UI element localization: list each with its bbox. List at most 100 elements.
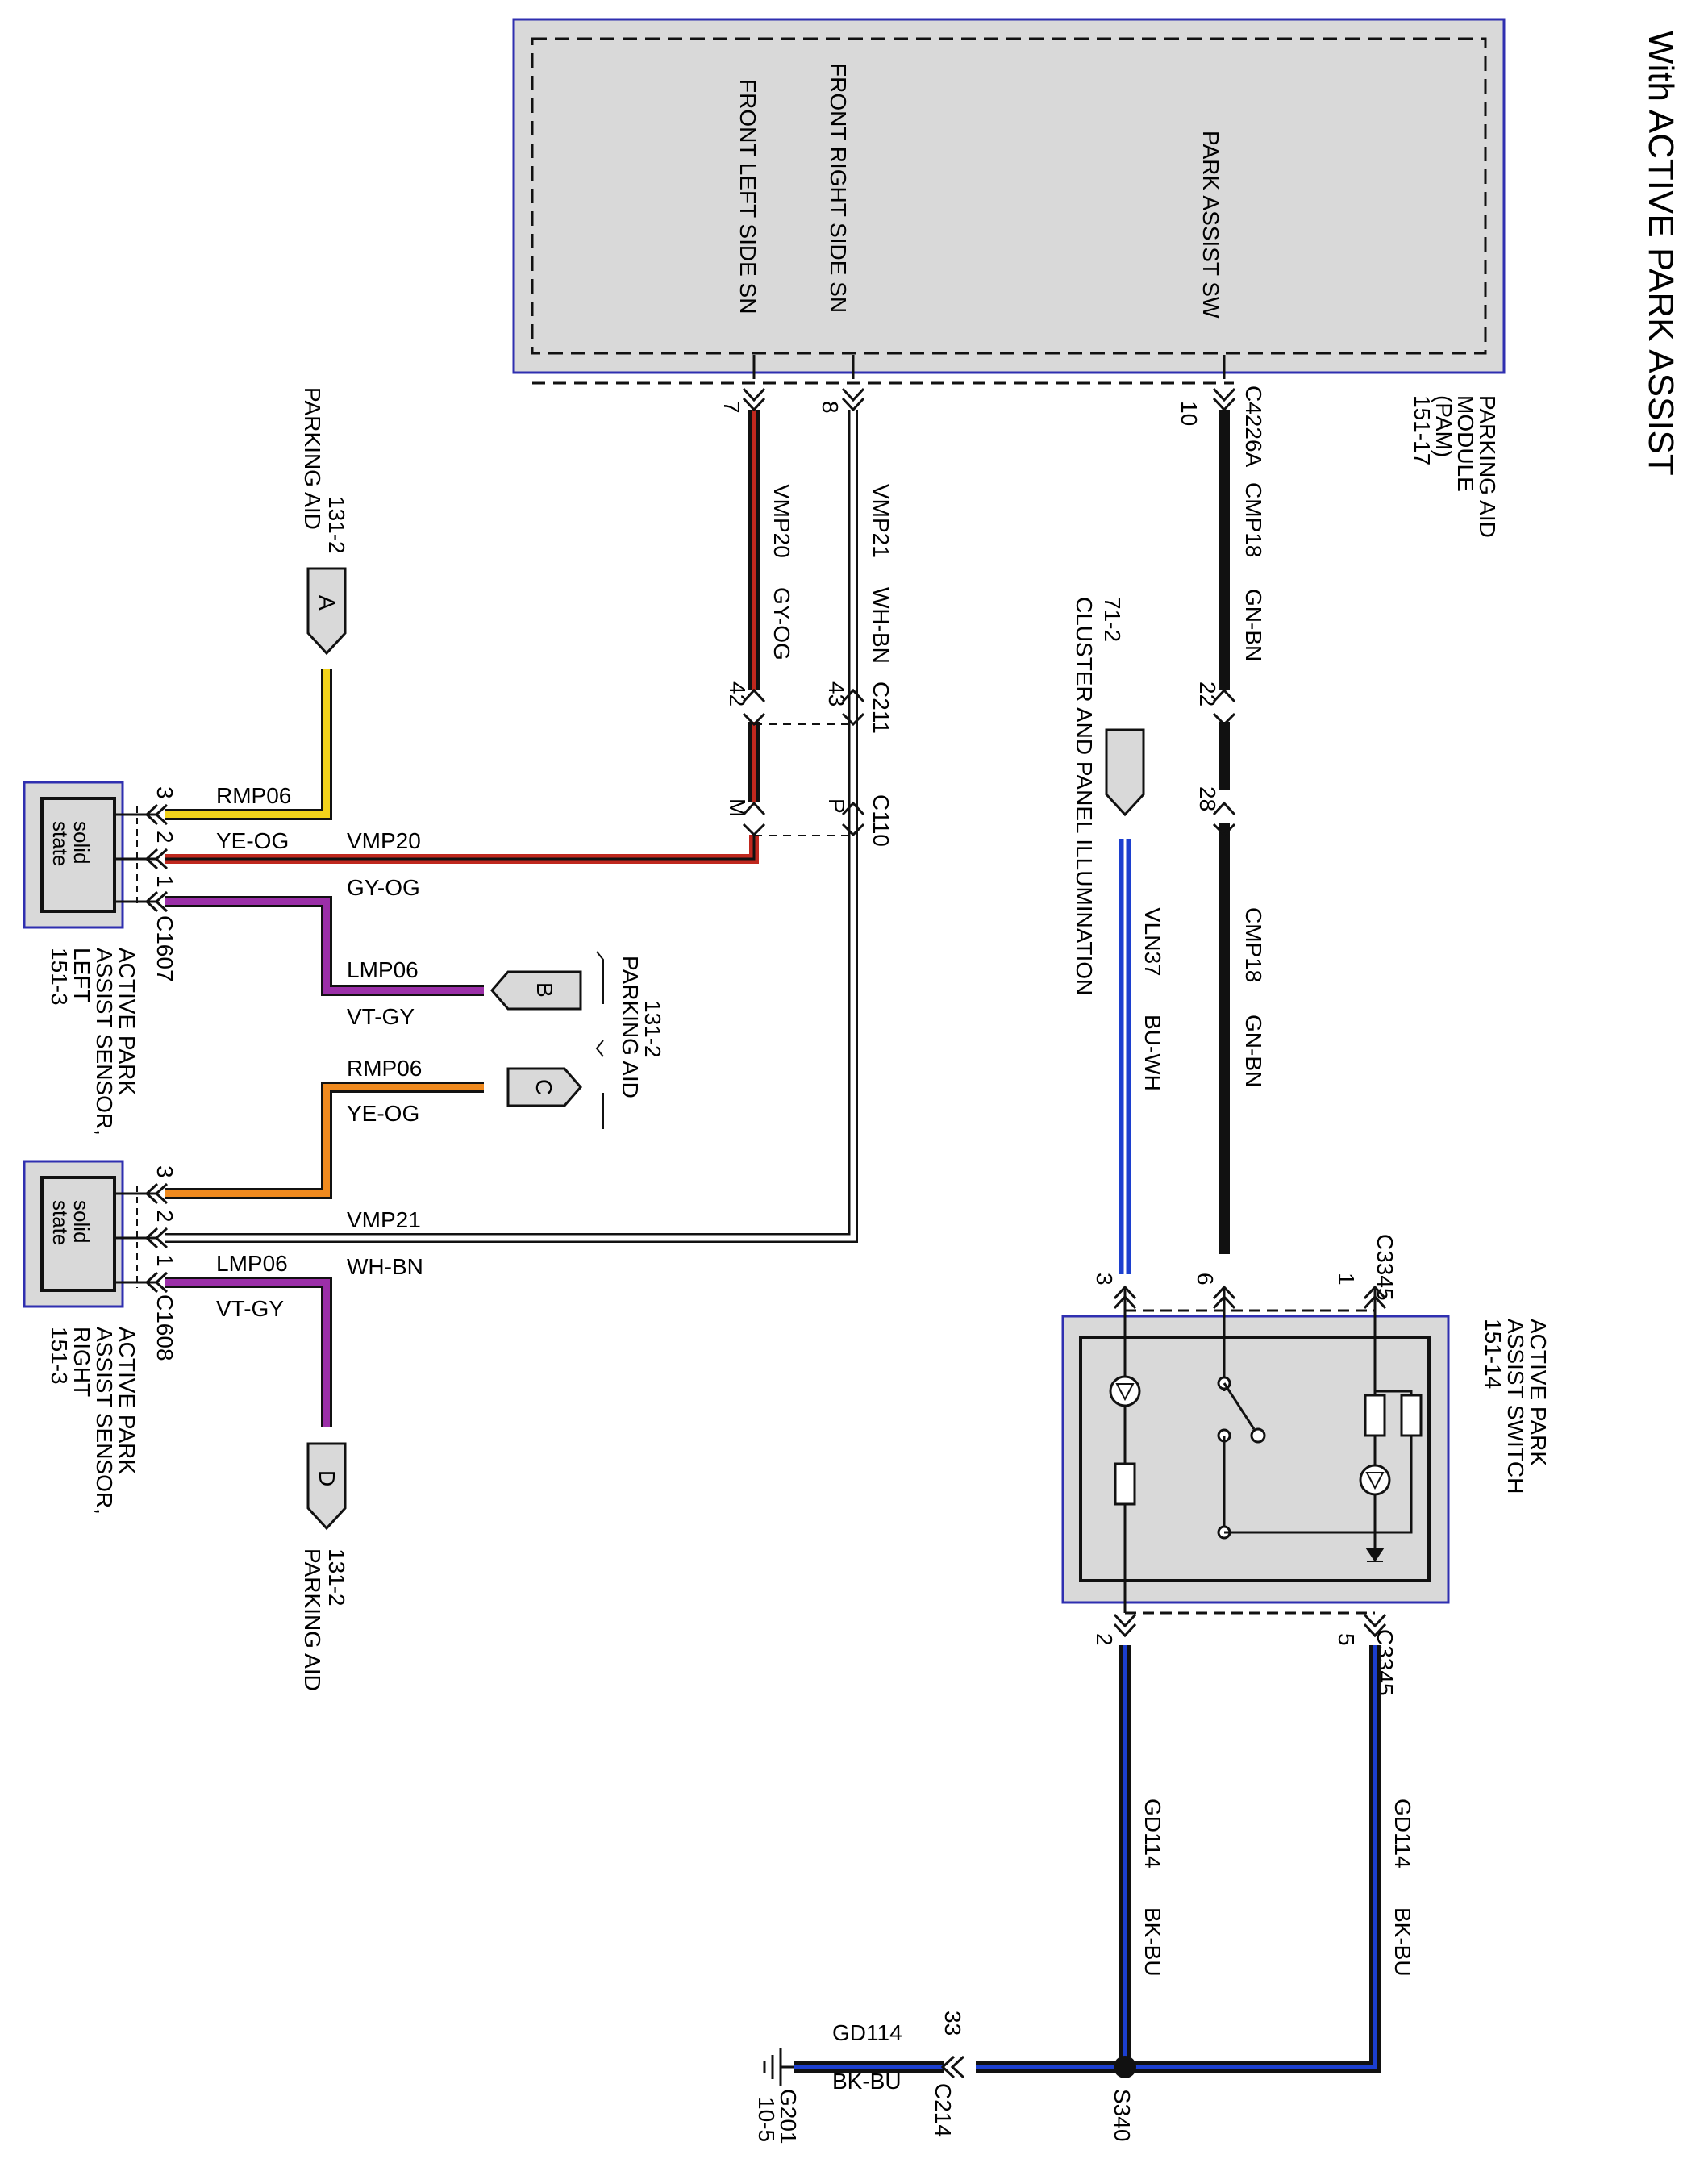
- parking-aid-module: PARK ASSIST SW FRONT RIGHT SIDE SN FRONT…: [512, 18, 1506, 538]
- sensor-right-pin-1: 1: [152, 1254, 177, 1267]
- c214-pin: 33: [940, 2011, 965, 2036]
- sensor-right-state: state: [48, 1200, 73, 1245]
- wire-rmp06-left: RMP06 YE-OG: [165, 669, 332, 853]
- gd114-label-left: GD114: [1140, 1798, 1165, 1869]
- switch-name-line-2: ASSIST SWITCH: [1503, 1319, 1528, 1494]
- cluster-ref: 71-2: [1100, 597, 1125, 642]
- wh-bn-sensor-label: WH-BN: [347, 1254, 423, 1279]
- vt-gy-right-label: VT-GY: [216, 1296, 284, 1321]
- switch-chevrons: [1113, 1285, 1387, 1638]
- sensor-right-connector: C1608: [152, 1294, 177, 1361]
- switch-outer: [1061, 1315, 1450, 1604]
- splice-s340: [1114, 2056, 1136, 2078]
- sensor-left-pin-2: 2: [152, 831, 177, 844]
- flag-a-letter: A: [315, 595, 340, 611]
- rmp06-right-label: RMP06: [347, 1056, 422, 1081]
- pam-pin-8: 8: [818, 401, 843, 414]
- sensor-left-connector: C1607: [152, 915, 177, 982]
- g201-ref: 10-5: [754, 2097, 779, 2142]
- c211-pin-22: 22: [1195, 681, 1220, 706]
- connector-chevrons: [742, 387, 1236, 837]
- ground-circuit: S340 GD114 BK-BU GD114 BK-BU 33 C214 GD1…: [754, 1645, 1415, 2144]
- ye-og-left-label: YE-OG: [216, 828, 289, 853]
- wire-cmp18: CMP18 GN-BN CMP18 GN-BN: [1219, 355, 1266, 1254]
- sensor-right-solid: solid: [69, 1200, 94, 1243]
- inline-connector-c110: C110 M P 28: [725, 786, 1220, 847]
- ground-symbol-icon: [763, 2048, 794, 2086]
- s340-label: S340: [1110, 2089, 1135, 2141]
- ye-og-right-label: YE-OG: [347, 1101, 419, 1126]
- diagram-title: With ACTIVE PARK ASSIST: [1641, 31, 1681, 476]
- c211-pin-43: 43: [824, 681, 849, 706]
- active-park-assist-switch: C3345 1 6 3 ACTIVE PARK ASSIST SWITCH 15…: [1061, 1234, 1551, 1696]
- rmp06-left-label: RMP06: [216, 783, 291, 808]
- switch-pin-6: 6: [1193, 1273, 1218, 1286]
- sensor-left-pin-3: 3: [152, 786, 177, 799]
- switch-pin-3: 3: [1092, 1273, 1117, 1286]
- vmp20-sensor-label: VMP20: [347, 828, 421, 853]
- vt-gy-left-label: VT-GY: [347, 1004, 415, 1029]
- sensor-left: solid state 3 2 1 C1607 ACTIVE PARK ASSI…: [23, 781, 177, 1136]
- pam-inner-dashed: [531, 37, 1487, 355]
- cluster-illumination: 71-2 CLUSTER AND PANEL ILLUMINATION VLN3…: [1072, 597, 1165, 1274]
- flag-c: [506, 1067, 582, 1107]
- sensor-right: solid state 3 2 1 C1608 ACTIVE PARK ASSI…: [23, 1160, 177, 1515]
- cmp18-label-bottom: CMP18: [1241, 907, 1266, 982]
- sensor-left-name-3: LEFT: [69, 948, 94, 1002]
- c214-label: C214: [931, 2083, 956, 2137]
- gy-og-sensor-label: GY-OG: [347, 875, 420, 900]
- led-icon: [1109, 1375, 1141, 1407]
- switch-pin-2: 2: [1092, 1633, 1117, 1646]
- c110-pin-28: 28: [1195, 786, 1220, 811]
- flag-c-letter: C: [531, 1079, 556, 1095]
- bk-bu-label-left: BK-BU: [1140, 1907, 1165, 1977]
- c110-label: C110: [869, 794, 894, 847]
- sensor-right-name-3: RIGHT: [69, 1327, 94, 1397]
- pam-label-front-right: FRONT RIGHT SIDE SN: [826, 63, 851, 313]
- diode-icon: [1365, 1548, 1385, 1562]
- flag-b: [490, 970, 582, 1011]
- sensor-left-name-1: ACTIVE PARK: [115, 948, 140, 1095]
- c110-pin-m: M: [725, 798, 750, 817]
- switch-name-line-3: 151-14: [1481, 1319, 1506, 1389]
- flag-d: [306, 1442, 347, 1531]
- pam-name-line-3: (PAM): [1431, 395, 1456, 457]
- wire-vmp20: VMP20 GY-OG VMP20 GY-OG: [165, 355, 794, 900]
- parking-aid-ref-a: 131-2 PARKING AID A: [300, 387, 349, 656]
- bu-wh-label: BU-WH: [1140, 1015, 1165, 1091]
- pam-pin-7: 7: [719, 401, 744, 414]
- sensor-left-name-4: 151-3: [47, 948, 72, 1006]
- parking-aid-bc-name: PARKING AID: [618, 956, 643, 1098]
- sensor-right-name-2: ASSIST SENSOR,: [92, 1327, 117, 1515]
- g201-label: G201: [776, 2089, 801, 2144]
- vmp21-sensor-label: VMP21: [347, 1207, 421, 1232]
- inline-connector-c211: C211 42 43 22: [725, 681, 1220, 734]
- led-icon: [1359, 1464, 1391, 1496]
- gn-bn-label-top: GN-BN: [1241, 589, 1266, 661]
- flag-b-letter: B: [532, 982, 557, 998]
- resistor-icon: [1114, 1462, 1136, 1506]
- resistor-icon: [1400, 1394, 1423, 1437]
- parking-aid-ref-c: C: [506, 1067, 582, 1107]
- pam-name-line-4: 151-17: [1410, 395, 1435, 465]
- pam-name-line-2: MODULE: [1453, 395, 1478, 492]
- sensor-left-solid: solid: [69, 821, 94, 864]
- switch-pin-5: 5: [1334, 1633, 1359, 1646]
- c211-pin-42: 42: [725, 681, 750, 706]
- sensor-left-state: state: [48, 821, 73, 866]
- pam-connector-label: C4226A: [1241, 386, 1266, 468]
- lmp06-right-label: LMP06: [216, 1251, 288, 1276]
- vln37-label: VLN37: [1140, 907, 1165, 977]
- pam-label-park-assist-sw: PARK ASSIST SW: [1198, 131, 1223, 319]
- sensor-right-name-1: ACTIVE PARK: [115, 1327, 140, 1474]
- c211-label: C211: [869, 681, 894, 734]
- parking-aid-d-ref: 131-2: [324, 1548, 349, 1607]
- parking-aid-a-name: PARKING AID: [300, 387, 325, 530]
- sensor-right-pin-2: 2: [152, 1210, 177, 1223]
- bk-bu-label-bottom: BK-BU: [832, 2069, 902, 2094]
- switch-name-line-1: ACTIVE PARK: [1526, 1319, 1551, 1466]
- pam-label-front-left: FRONT LEFT SIDE SN: [735, 79, 760, 314]
- wire-lmp06-right: LMP06 VT-GY: [165, 1251, 332, 1427]
- switch-inner: [1079, 1336, 1431, 1582]
